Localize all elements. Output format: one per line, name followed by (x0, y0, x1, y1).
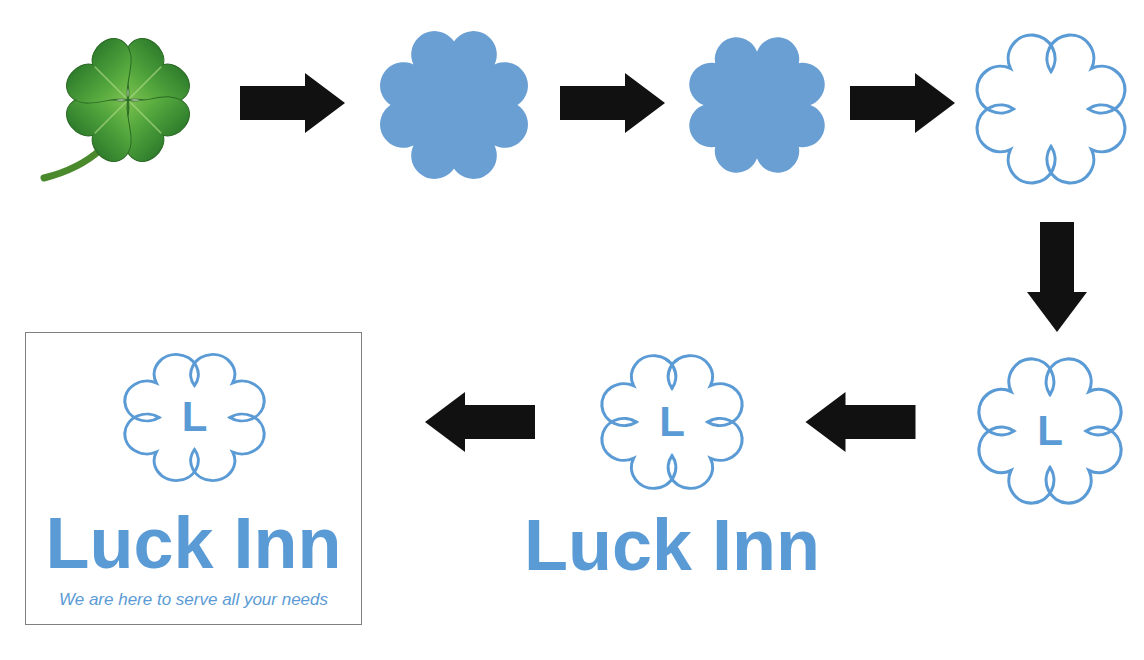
block-arrow (425, 392, 535, 452)
step-arrow (560, 73, 665, 133)
monogram-letter: L (975, 406, 1125, 456)
shamrock-illustration (44, 31, 197, 178)
arrow-head (806, 392, 846, 452)
rotated-clover (660, 8, 854, 202)
shamrock-leaf (59, 31, 155, 127)
logo-frame: Luck Inn We are here to serve all your ne… (25, 332, 362, 625)
clover-badge: LLuck Inn (598, 352, 746, 492)
tagline: We are here to serve all your needs (59, 589, 328, 611)
clover-badge: L (975, 355, 1125, 507)
arrow-shaft (464, 405, 535, 439)
step-arrow (240, 73, 345, 133)
step-arrow (1027, 222, 1087, 332)
monogram-letter: L (121, 392, 268, 442)
clover-badge: L (121, 351, 268, 484)
monogram-letter: L (598, 397, 746, 447)
arrow-shaft (845, 405, 916, 439)
arrow-head (425, 392, 465, 452)
brand-name: Luck Inn (524, 505, 820, 585)
block-arrow (806, 392, 916, 452)
step-arrow (850, 73, 955, 133)
brand-name: Luck Inn (45, 503, 341, 583)
filled-clover (380, 31, 528, 179)
outline-clover (977, 35, 1125, 183)
